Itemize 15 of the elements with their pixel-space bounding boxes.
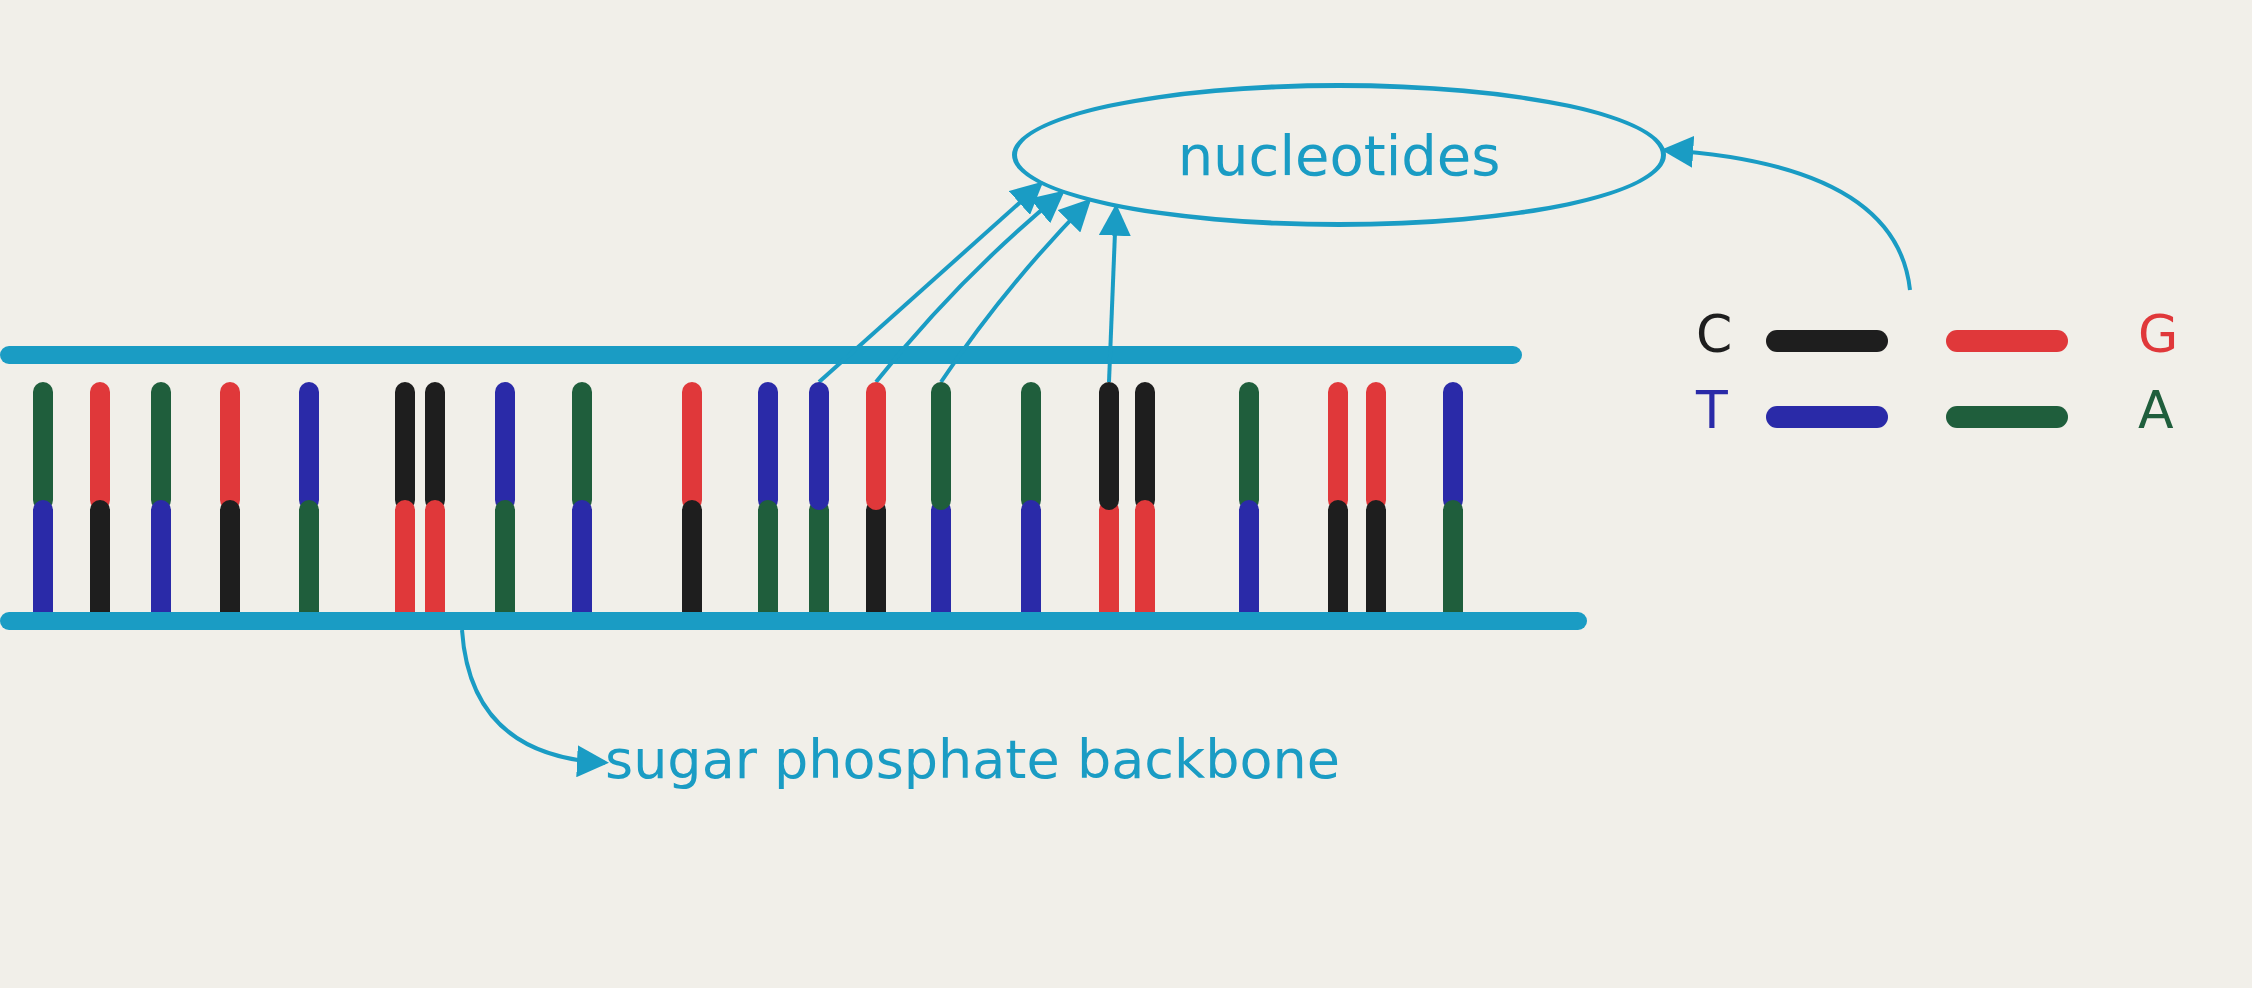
- backbone-strand: [0, 612, 1587, 630]
- arrow: [874, 190, 1065, 384]
- arrow: [460, 629, 609, 777]
- label-text: sugar phosphate backbone: [605, 728, 1340, 791]
- base-bar: [809, 382, 829, 510]
- base-bar: [866, 382, 886, 510]
- base-bar: [1099, 382, 1119, 510]
- key-letter: T: [1696, 384, 1728, 436]
- key-letter: C: [1696, 308, 1733, 360]
- key-letter: A: [2138, 384, 2174, 436]
- arrow: [817, 181, 1044, 384]
- base-bar: [931, 382, 951, 510]
- key-letter: G: [2138, 308, 2179, 360]
- ellipse: nucleotides: [1012, 83, 1666, 227]
- arrow: [939, 198, 1092, 384]
